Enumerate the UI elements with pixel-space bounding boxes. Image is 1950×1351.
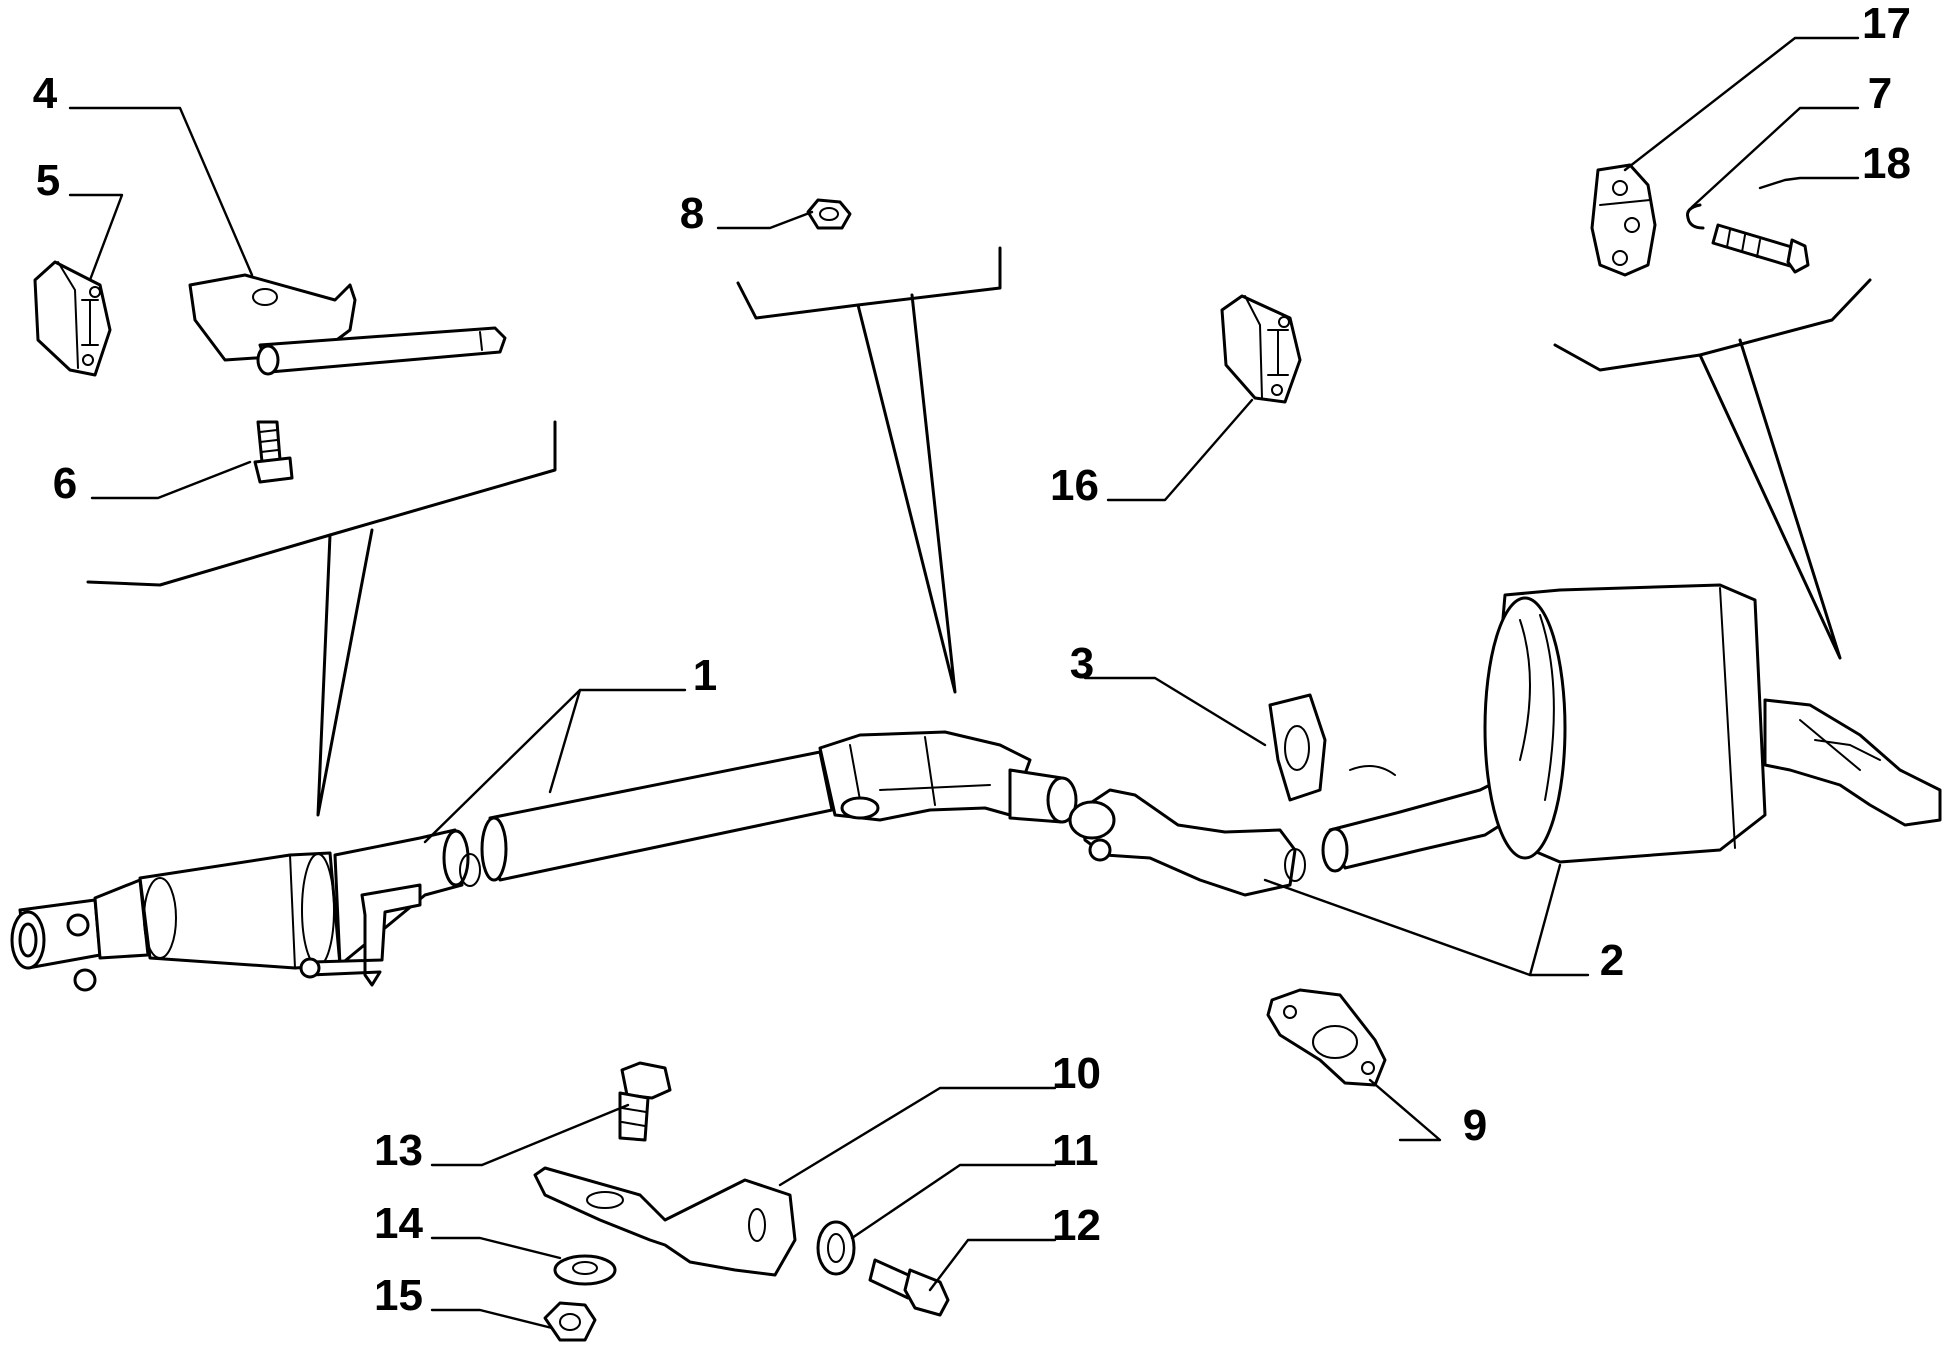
mounting-bracket <box>188 273 507 376</box>
assembly-indicator-lines <box>86 246 1872 817</box>
bolt-part-12 <box>868 1258 950 1317</box>
rear-silencer-inlet-pipe <box>1068 788 1306 897</box>
callout-15: 15 <box>374 1271 423 1320</box>
flange-gasket-part-9 <box>1266 988 1387 1087</box>
washer-part-14 <box>553 1254 617 1286</box>
rear-silencer <box>1321 583 1942 873</box>
intermediate-pipe <box>480 730 1078 882</box>
callout-4: 4 <box>33 69 58 118</box>
callout-9: 9 <box>1463 1101 1487 1150</box>
callout-17: 17 <box>1862 0 1911 48</box>
callout-18: 18 <box>1862 139 1911 188</box>
bolt-part-13 <box>618 1061 672 1142</box>
gasket-part-3 <box>1268 693 1396 802</box>
screw-part-6 <box>253 420 294 484</box>
callout-5: 5 <box>36 156 60 205</box>
callout-14: 14 <box>374 1199 423 1248</box>
callout-1: 1 <box>693 651 717 700</box>
callout-16: 16 <box>1050 461 1099 510</box>
front-pipe-with-catalytic-converter <box>10 828 481 992</box>
nut-part-8 <box>806 198 852 230</box>
nut-part-15 <box>543 1301 597 1342</box>
bracket-part-10 <box>533 1166 797 1277</box>
callout-10: 10 <box>1052 1049 1101 1098</box>
rubber-hanger-part-5 <box>33 260 112 377</box>
callout-7: 7 <box>1868 69 1892 118</box>
leader-lines <box>68 36 1860 1330</box>
callout-12: 12 <box>1052 1201 1101 1250</box>
callout-13: 13 <box>374 1126 423 1175</box>
callout-8: 8 <box>680 189 704 238</box>
callout-3: 3 <box>1070 639 1094 688</box>
callout-2: 2 <box>1600 936 1624 985</box>
callout-11: 11 <box>1052 1126 1099 1175</box>
callout-6: 6 <box>53 459 77 508</box>
clip-ring-part-7 <box>1686 203 1705 230</box>
clamp-part-17 <box>1590 163 1657 277</box>
bolt-part-18 <box>1711 223 1810 274</box>
washer-part-11 <box>816 1220 856 1276</box>
callout-labels: 1 2 3 4 5 6 7 8 9 10 11 12 13 14 15 16 1… <box>33 0 1911 1320</box>
rubber-hanger-part-16 <box>1220 294 1302 404</box>
